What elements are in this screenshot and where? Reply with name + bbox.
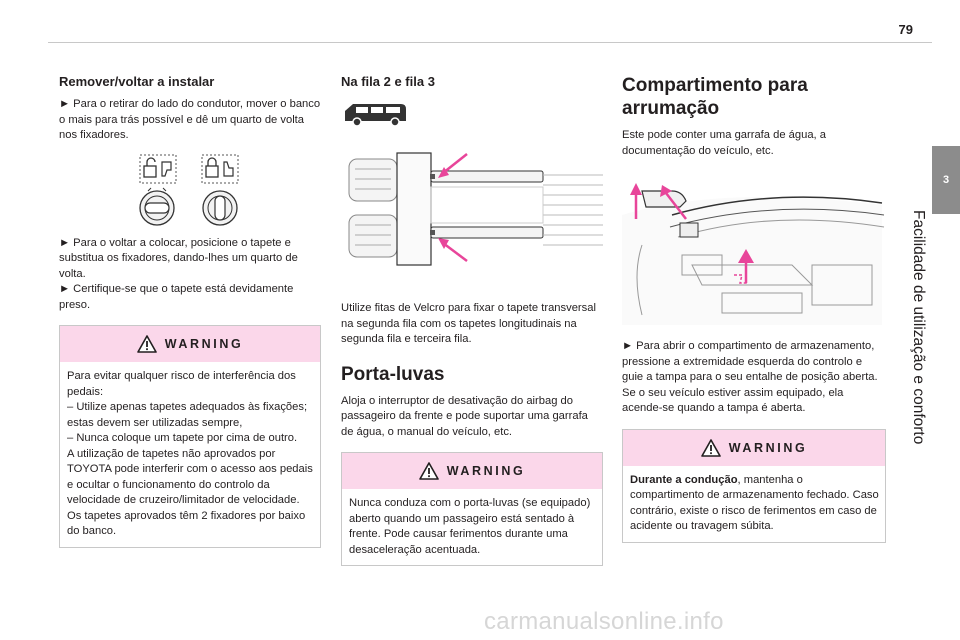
lock-icon: [201, 154, 239, 183]
warning-title: WARNING: [446, 464, 526, 478]
section-heading: Porta-luvas: [341, 363, 445, 385]
column-2: Na fila 2 e fila 3 U: [341, 74, 603, 566]
van-icon: [345, 104, 406, 127]
warning-body: Durante a condução, mantenha o compartim…: [623, 466, 885, 542]
page-number: 79: [898, 22, 913, 37]
section-heading: Na fila 2 e fila 3: [341, 74, 435, 89]
paragraph: ► Para abrir o compartimento de armazena…: [622, 340, 878, 383]
top-rule: [48, 42, 932, 43]
arrow-icon: [630, 183, 754, 283]
paragraph: ► Para o voltar a colocar, posicione o t…: [59, 236, 298, 280]
paragraph: ► Certifique-se que o tapete está devida…: [59, 283, 294, 311]
warning-line: – Nunca coloque um tapete por cima de ou…: [67, 432, 298, 444]
column-3: Compartimento para arrumação Este pode c…: [622, 74, 886, 543]
warning-title: WARNING: [728, 440, 808, 455]
arrow-icon: [438, 153, 468, 262]
column-1: Remover/voltar a instalar ► Para o retir…: [59, 74, 321, 548]
paragraph: Se o seu veículo estiver assim equipado,…: [622, 386, 844, 415]
watermark: carmanualsonline.info: [484, 608, 724, 635]
warning-text: , mantenha o compartimento de armazename…: [630, 473, 879, 533]
warning-line: Para evitar qualquer risco de interferên…: [67, 370, 296, 398]
paragraph: ► Para o retirar do lado do condutor, mo…: [59, 98, 321, 141]
warning-box: WARNING Durante a condução, mantenha o c…: [622, 428, 886, 543]
warning-header: WARNING: [623, 429, 885, 466]
section-heading: Remover/voltar a instalar: [59, 74, 215, 89]
warning-triangle-icon: [418, 462, 439, 480]
warning-header: WARNING: [342, 453, 602, 489]
warning-box: WARNING Para evitar qualquer risco de in…: [59, 325, 321, 548]
warning-box: WARNING Nunca conduza com o porta-luvas …: [341, 452, 603, 566]
fastener-vertical: [202, 189, 238, 226]
floor-mat-illustration: [348, 152, 603, 266]
paragraph: Este pode conter uma garrafa de água, a …: [622, 129, 826, 157]
storage-compartment-illustration: [622, 183, 885, 325]
section-heading: Compartimento para arrumação: [622, 75, 808, 119]
warning-line: – Utilize apenas tapetes adequados às fi…: [67, 401, 308, 429]
warning-body: Nunca conduza com o porta-luvas (se equi…: [349, 497, 591, 556]
warning-triangle-icon: [136, 335, 157, 353]
warning-line: A utilização de tapetes não aprovados po…: [67, 447, 313, 507]
fastener-horizontal: [139, 187, 175, 226]
warning-triangle-icon: [700, 438, 721, 457]
warning-title: WARNING: [164, 337, 244, 351]
warning-line: Os tapetes aprovados têm 2 fixadores por…: [67, 509, 306, 538]
paragraph: Aloja o interruptor de desativação do ai…: [341, 394, 588, 438]
warning-bold-lead: Durante a condução: [630, 473, 738, 486]
paragraph: Utilize fitas de Velcro para fixar o tap…: [341, 302, 596, 345]
unlock-icon: [139, 154, 177, 183]
chapter-title: Facilidade de utilização e conforto: [910, 210, 927, 445]
warning-header: WARNING: [60, 326, 320, 362]
fastener-illustration: [139, 154, 239, 226]
chapter-tab[interactable]: 3: [932, 146, 960, 214]
warning-body: Para evitar qualquer risco de interferên…: [60, 362, 320, 547]
